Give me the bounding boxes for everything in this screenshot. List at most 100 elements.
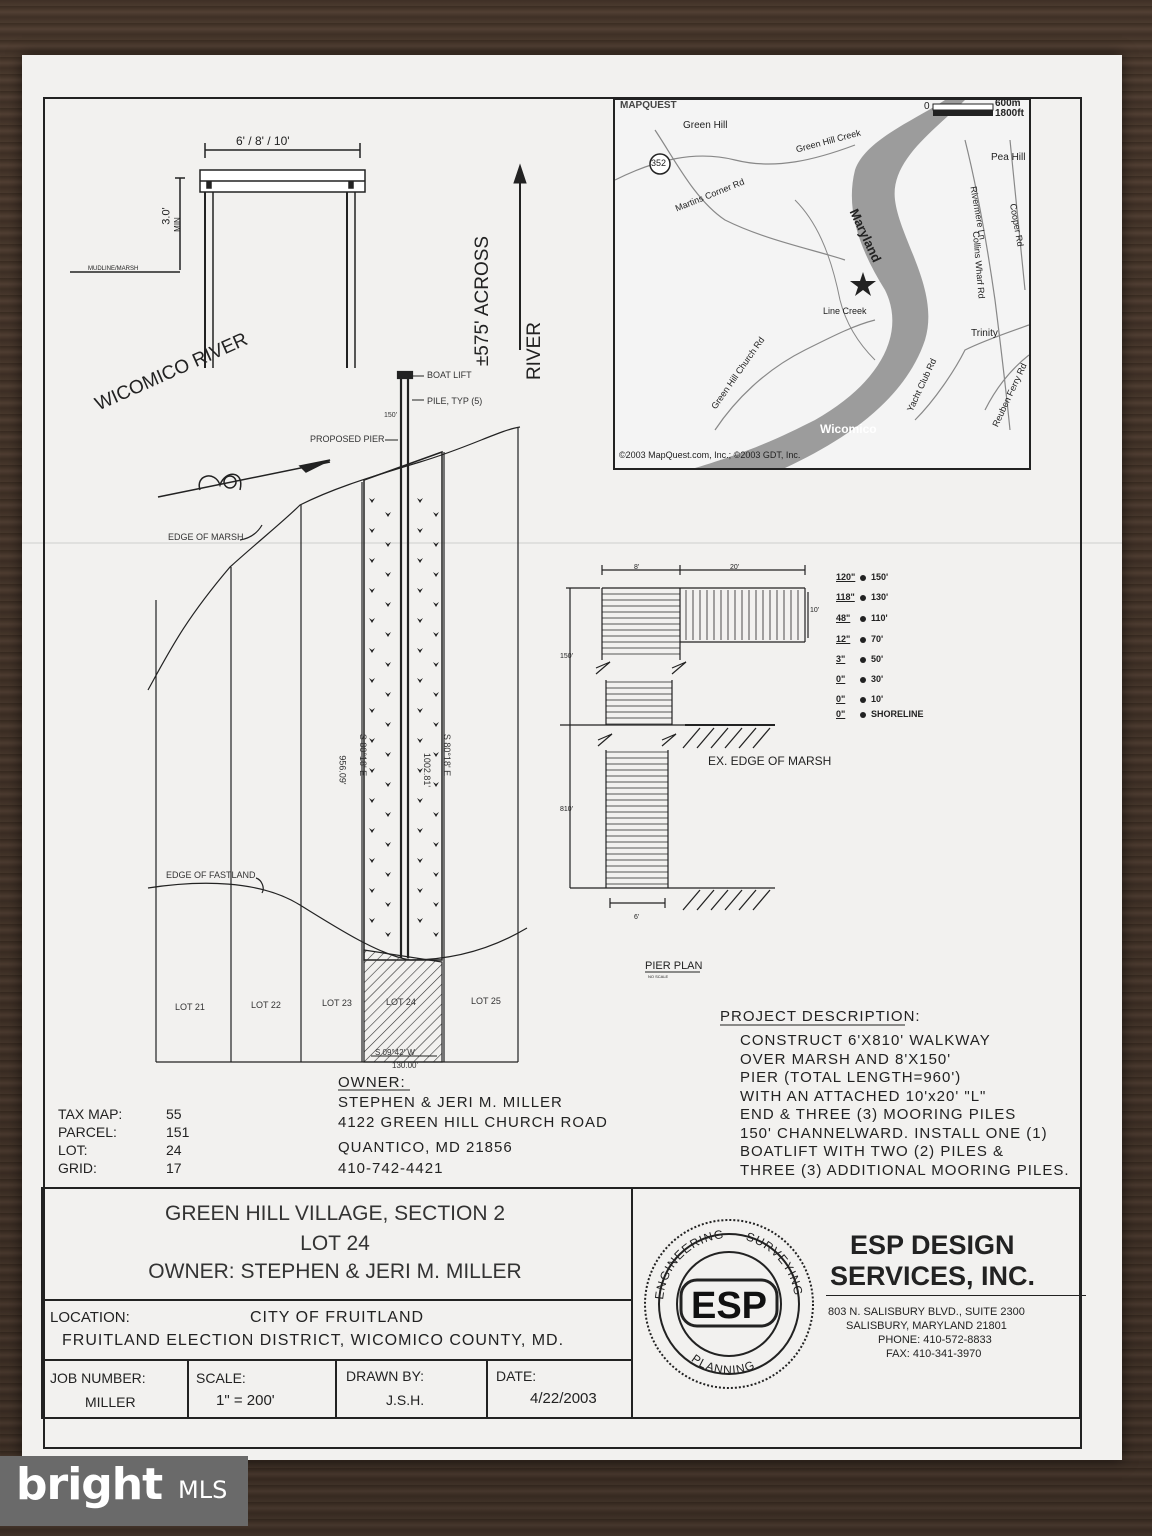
across-river-word: RIVER bbox=[524, 321, 546, 381]
project-description-heading: PROJECT DESCRIPTION: bbox=[720, 1008, 921, 1025]
map-route-352: 352 bbox=[651, 158, 667, 168]
pier-dim-6: 6' bbox=[634, 914, 640, 921]
lot-24-parcel bbox=[363, 450, 443, 1063]
marsh-symbol bbox=[433, 812, 439, 817]
left-distance-label: 956.09' bbox=[337, 755, 348, 785]
owner-street: 4122 GREEN HILL CHURCH ROAD bbox=[338, 1114, 608, 1131]
marsh-symbol bbox=[433, 872, 439, 877]
depth-station: 110' bbox=[871, 613, 888, 623]
marsh-symbol bbox=[385, 662, 391, 667]
marsh-symbol bbox=[385, 632, 391, 637]
ex-edge-of-marsh-label: EX. EDGE OF MARSH bbox=[708, 754, 832, 768]
marsh-symbol bbox=[417, 648, 423, 653]
edge-of-fastland-label: EDGE OF FASTLAND bbox=[166, 870, 256, 880]
depth-value: 0" bbox=[836, 709, 846, 719]
marsh-symbol bbox=[417, 498, 423, 503]
depth-station: 10' bbox=[871, 694, 884, 704]
bottom-distance-label: 130.00' bbox=[392, 1061, 418, 1070]
owner-city: QUANTICO, MD 21856 bbox=[338, 1139, 513, 1156]
marsh-symbol bbox=[417, 768, 423, 773]
marsh-symbol bbox=[433, 902, 439, 907]
location-map: MAPQUEST 0 600m 1800ft Green Hill 352 Ma… bbox=[613, 98, 1031, 470]
project-description-line: OVER MARSH AND 8'X150' bbox=[740, 1050, 952, 1068]
mapquest-logo: MAPQUEST bbox=[620, 100, 677, 111]
marsh-symbol bbox=[385, 512, 391, 517]
marsh-symbol bbox=[417, 588, 423, 593]
north-arrow-symbol bbox=[157, 459, 331, 498]
project-description-line: 150' CHANNELWARD. INSTALL ONE (1) bbox=[740, 1124, 1048, 1142]
depth-value: 3" bbox=[836, 654, 846, 664]
sheet-border bbox=[43, 97, 1082, 1449]
depth-value: 0" bbox=[836, 694, 846, 704]
across-river-arrow bbox=[513, 163, 527, 350]
depth-station: 130' bbox=[871, 592, 889, 602]
marsh-edge-hatch bbox=[682, 724, 775, 911]
title-block-frame bbox=[41, 1187, 1081, 1419]
pier-dim-8: 8' bbox=[634, 564, 640, 571]
right-distance-label: 1002.81' bbox=[422, 752, 433, 788]
bright-mls-suffix: MLS bbox=[178, 1476, 228, 1504]
proposed-pier-walkway bbox=[396, 370, 414, 958]
marsh-symbols bbox=[369, 498, 439, 937]
map-label-pea-hill: Pea Hill bbox=[991, 152, 1026, 163]
marsh-symbol bbox=[369, 918, 375, 923]
tax-value: 55 bbox=[166, 1106, 182, 1122]
marsh-symbol bbox=[417, 618, 423, 623]
marsh-symbol bbox=[433, 782, 439, 787]
location-label: LOCATION: bbox=[50, 1309, 130, 1326]
lot-21-label: LOT 21 bbox=[175, 1002, 205, 1012]
pier-plan-drawing bbox=[560, 565, 809, 908]
marsh-symbol bbox=[369, 678, 375, 683]
project-description-line: THREE (3) ADDITIONAL MOORING PILES. bbox=[740, 1161, 1070, 1179]
company-fax: FAX: 410-341-3970 bbox=[886, 1348, 982, 1360]
lot-22-label: LOT 22 bbox=[251, 1000, 281, 1010]
site-plan-lots bbox=[147, 426, 528, 1063]
marsh-symbol bbox=[417, 798, 423, 803]
boat-lift-label: BOAT LIFT bbox=[427, 370, 472, 380]
company-address-1: 803 N. SALISBURY BLVD., SUITE 2300 bbox=[828, 1306, 1025, 1318]
marsh-symbol bbox=[417, 678, 423, 683]
marsh-symbol bbox=[385, 692, 391, 697]
depth-value: 118" bbox=[836, 592, 855, 602]
map-copyright: ©2003 MapQuest.com, Inc.; ©2003 GDT, Inc… bbox=[619, 450, 801, 460]
depth-station: 70' bbox=[871, 634, 884, 644]
location-district: FRUITLAND ELECTION DISTRICT, WICOMICO CO… bbox=[62, 1332, 565, 1349]
tax-value: 151 bbox=[166, 1124, 190, 1140]
marsh-symbol bbox=[385, 572, 391, 577]
marsh-symbol bbox=[369, 888, 375, 893]
job-number-value: MILLER bbox=[85, 1394, 136, 1410]
bright-mls-wordmark: bright bbox=[16, 1459, 163, 1510]
marsh-symbol bbox=[369, 798, 375, 803]
title-owner: OWNER: STEPHEN & JERI M. MILLER bbox=[148, 1260, 522, 1283]
marsh-symbol bbox=[433, 692, 439, 697]
marsh-symbol bbox=[369, 498, 375, 503]
tax-label: TAX MAP: bbox=[58, 1106, 123, 1122]
pile-label: PILE, TYP (5) bbox=[427, 396, 483, 406]
pier-plan-decking bbox=[602, 590, 799, 885]
company-phone: PHONE: 410-572-8833 bbox=[878, 1334, 992, 1346]
marsh-symbol bbox=[385, 542, 391, 547]
marsh-symbol bbox=[433, 752, 439, 757]
marsh-symbol bbox=[369, 768, 375, 773]
marsh-symbol bbox=[417, 918, 423, 923]
depth-station: 30' bbox=[871, 674, 884, 684]
pier-plan-title: PIER PLAN bbox=[645, 960, 703, 972]
bottom-bearing-label: S 09°42' W bbox=[375, 1048, 415, 1057]
marsh-symbol bbox=[385, 902, 391, 907]
map-label-green-hill: Green Hill bbox=[683, 120, 728, 131]
scale-label: SCALE: bbox=[196, 1370, 246, 1386]
location-city: CITY OF FRUITLAND bbox=[250, 1309, 425, 1326]
marsh-symbol bbox=[433, 602, 439, 607]
marsh-symbol bbox=[417, 738, 423, 743]
pier-dim-150: 150' bbox=[560, 653, 574, 660]
marsh-symbol bbox=[385, 752, 391, 757]
depth-station: 50' bbox=[871, 654, 884, 664]
company-name-line1: ESP DESIGN bbox=[850, 1230, 1015, 1260]
marsh-symbol bbox=[385, 842, 391, 847]
marsh-symbol bbox=[417, 858, 423, 863]
owner-phone: 410-742-4421 bbox=[338, 1160, 444, 1177]
pier-dim-810: 810' bbox=[560, 806, 574, 813]
drawn-by-label: DRAWN BY: bbox=[346, 1368, 425, 1384]
section-min-label: MIN bbox=[172, 217, 182, 232]
